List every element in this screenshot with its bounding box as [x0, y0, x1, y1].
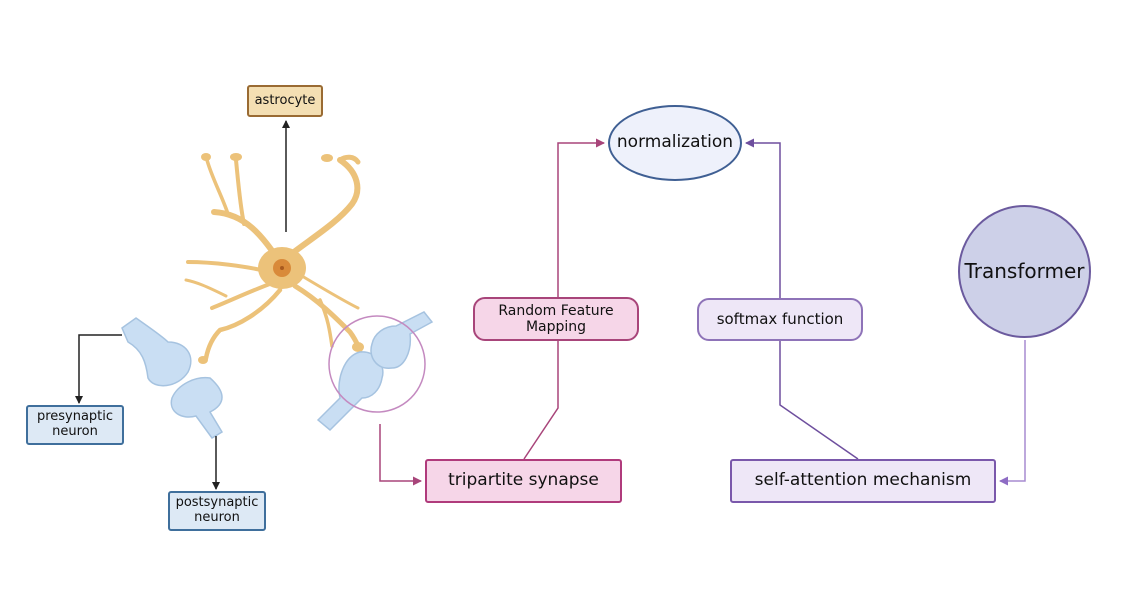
presynaptic-terminal: [121, 317, 192, 387]
arrow-to-presynaptic: [75, 334, 122, 404]
presynaptic-label-line1: presynaptic: [36, 409, 114, 425]
softmax-label: softmax function: [716, 309, 844, 328]
transformer-label: Transformer: [964, 259, 1085, 283]
normalization-label: normalization: [616, 132, 734, 153]
arrow-transformer-to-selfattention: [999, 340, 1026, 486]
astrocyte-label-box: astrocyte: [247, 85, 323, 117]
tripartite-label: tripartite synapse: [448, 470, 599, 491]
softmax-function-box: softmax function: [697, 298, 863, 341]
transformer-circle: Transformer: [958, 205, 1091, 338]
postsynaptic-terminal: [170, 376, 224, 439]
random-feature-label-line1: Random Feature: [498, 302, 614, 319]
presynaptic-neuron-box: presynaptic neuron: [26, 405, 124, 445]
random-feature-label-line2: Mapping: [525, 319, 587, 335]
tripartite-synapse-box: tripartite synapse: [425, 459, 622, 503]
normalization-ellipse: normalization: [608, 105, 742, 181]
astrocyte-illustration: [184, 153, 364, 364]
arrow-selfattention-to-normalization: [745, 138, 859, 460]
self-attention-box: self-attention mechanism: [730, 459, 996, 503]
postsynaptic-label-line1: postsynaptic: [175, 495, 259, 511]
synapse-terminal-upper: [370, 311, 434, 369]
postsynaptic-neuron-box: postsynaptic neuron: [168, 491, 266, 531]
random-feature-mapping-box: Random Feature Mapping: [473, 297, 639, 341]
presynaptic-label-line2: neuron: [52, 424, 98, 439]
synapse-terminal-lower: [316, 351, 384, 432]
postsynaptic-label-line2: neuron: [194, 510, 240, 525]
self-attention-label: self-attention mechanism: [754, 470, 972, 491]
astrocyte-label: astrocyte: [254, 92, 316, 108]
arrow-tripartite-to-normalization: [523, 138, 605, 460]
arrow-to-tripartite: [379, 424, 422, 486]
synapse-highlight-circle: [328, 315, 426, 413]
